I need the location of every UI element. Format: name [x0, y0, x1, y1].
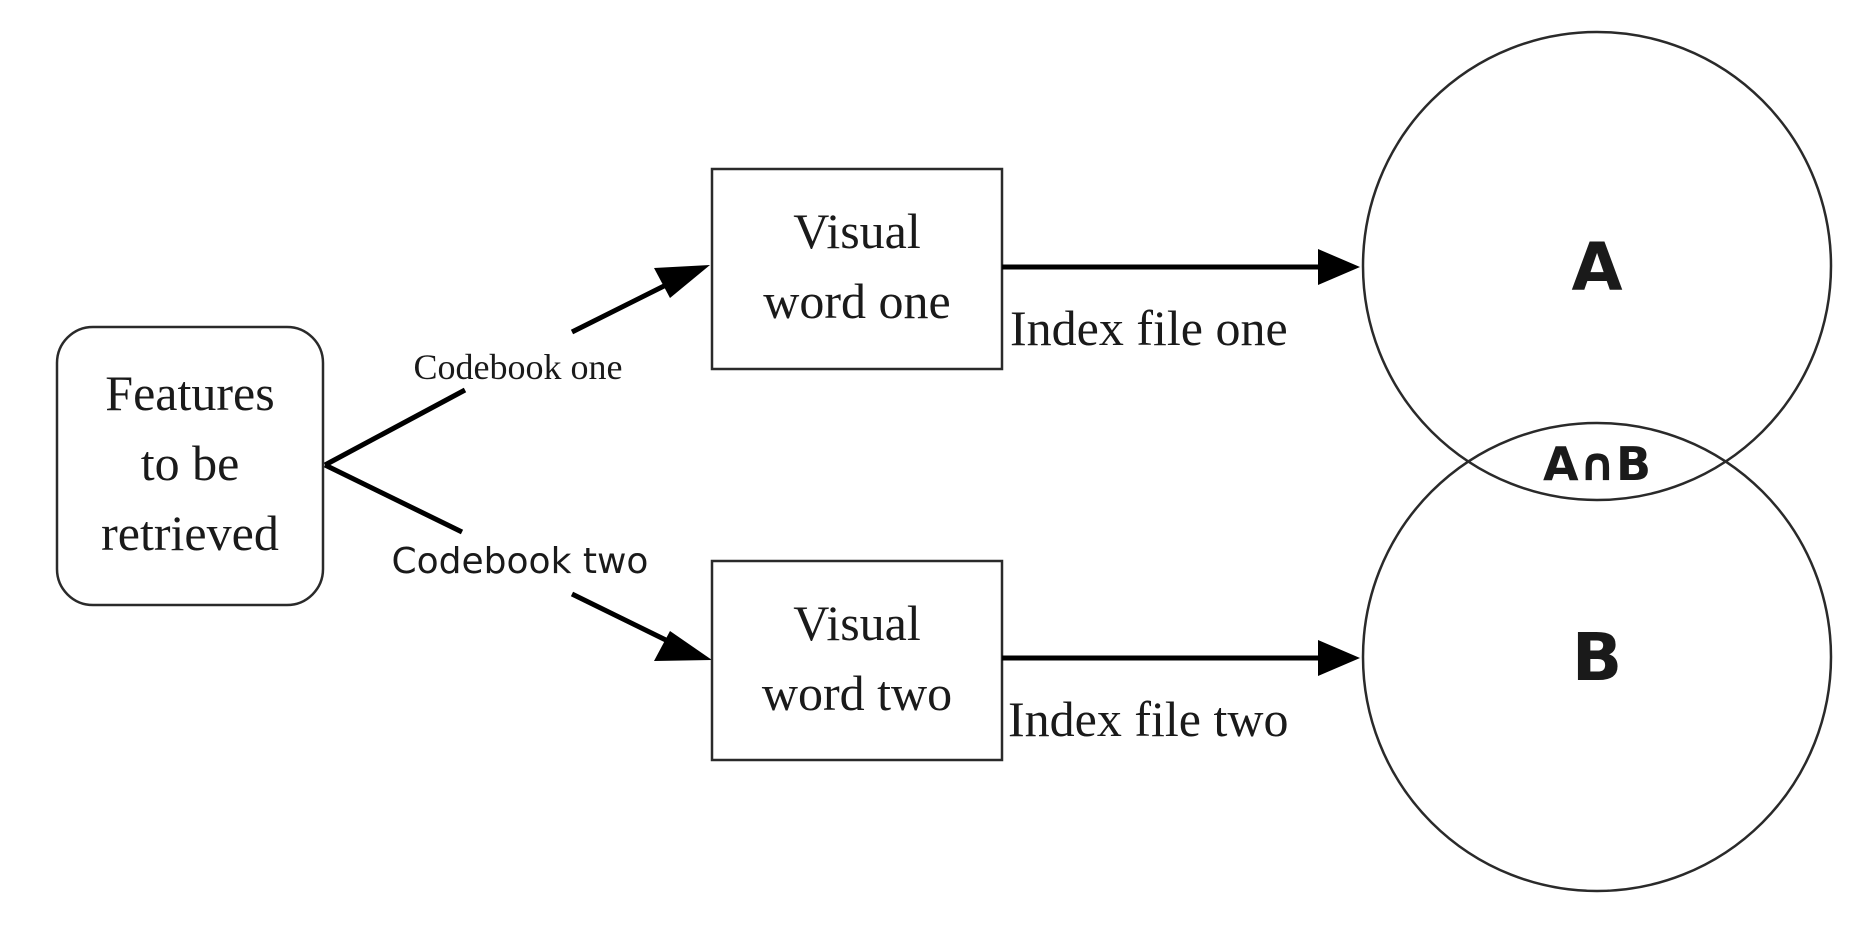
visual-word-two-line-2: word two	[762, 665, 952, 721]
codebook-one-line-upper	[570, 277, 678, 335]
index-file-one-arrowhead	[1318, 249, 1360, 285]
features-box	[55, 325, 325, 607]
index-file-one-label: Index file one	[1010, 300, 1288, 356]
codebook-one-edge: Codebook one	[323, 265, 710, 468]
set-a-circle	[1361, 30, 1833, 502]
set-b-label: B	[1572, 619, 1622, 696]
features-line-2: to be	[141, 435, 240, 491]
index-file-one-edge: Index file one	[1002, 249, 1360, 356]
features-line-1: Features	[105, 365, 274, 421]
visual-word-one-line-1: Visual	[793, 203, 921, 259]
visual-word-one-node: Visual word one	[710, 167, 1004, 371]
visual-word-one-line-2: word one	[763, 273, 950, 329]
codebook-one-arrowhead	[654, 265, 710, 298]
visual-word-two-node: Visual word two	[710, 559, 1004, 762]
visual-word-one-box	[710, 167, 1004, 371]
visual-word-two-line-1: Visual	[793, 595, 921, 651]
set-b-circle	[1361, 421, 1833, 893]
index-file-two-edge: Index file two	[1002, 640, 1360, 747]
set-a-label: A	[1571, 229, 1622, 306]
visual-word-two-box	[710, 559, 1004, 762]
codebook-two-edge: Codebook two	[323, 462, 712, 661]
codebook-two-label: Codebook two	[392, 541, 649, 582]
codebook-two-line-lower	[570, 591, 678, 648]
index-file-two-arrowhead	[1318, 640, 1360, 676]
codebook-one-line-lower	[323, 387, 467, 468]
index-file-two-label: Index file two	[1008, 691, 1288, 747]
intersection-label: A∩B	[1543, 437, 1651, 491]
features-node: Features to be retrieved	[55, 325, 325, 607]
venn-diagram: A B A∩B	[1361, 30, 1833, 893]
codebook-one-label: Codebook one	[414, 347, 623, 387]
codebook-two-arrowhead	[654, 631, 712, 661]
features-line-3: retrieved	[101, 505, 279, 561]
codebook-two-line-upper	[323, 462, 464, 535]
